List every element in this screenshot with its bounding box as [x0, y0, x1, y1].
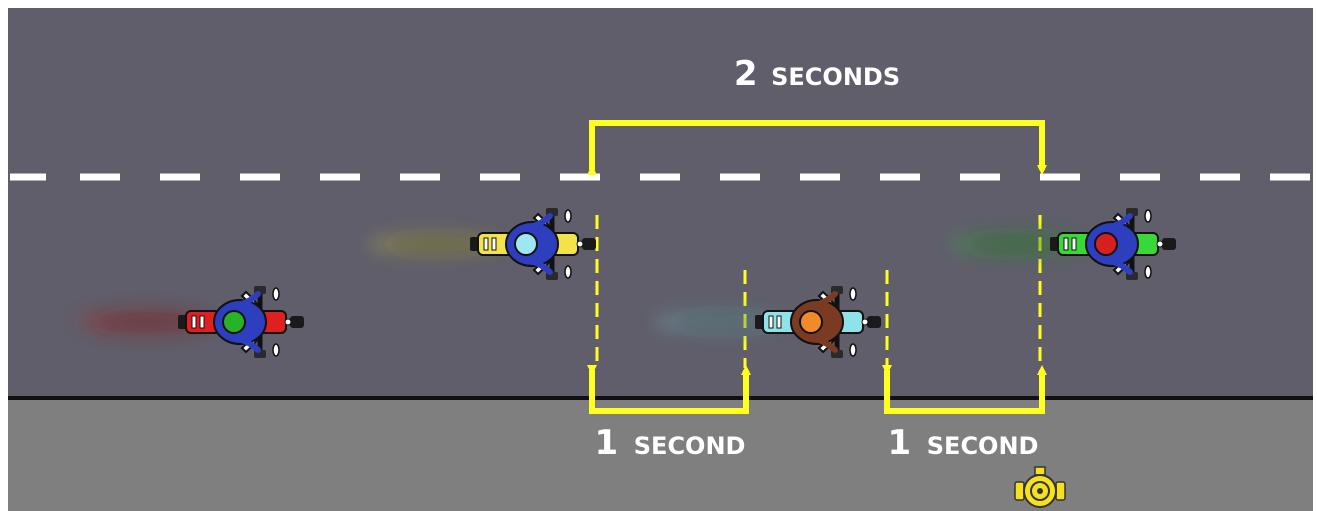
two-seconds-word: SECONDS [771, 63, 900, 91]
one-second-right-word: SECOND [927, 432, 1039, 460]
motorcycle-front-green [950, 208, 1176, 280]
motorcycle-cyan [655, 286, 881, 358]
helmet [799, 310, 823, 334]
one-second-bracket-left [587, 365, 751, 414]
helmet [514, 232, 538, 256]
one-second-left-word: SECOND [634, 432, 746, 460]
motorcycle-yellow [370, 208, 596, 280]
curb-line [8, 396, 1313, 400]
helmet [222, 310, 246, 334]
road [8, 8, 1313, 397]
two-seconds-label: 2 SECONDS [734, 54, 900, 94]
motorcycle-rear-red [78, 286, 304, 358]
one-second-bracket-right [882, 365, 1047, 414]
two-seconds-number: 2 [734, 54, 758, 94]
one-second-label-right: 1 SECOND [888, 423, 1039, 463]
one-second-label-left: 1 SECOND [595, 423, 746, 463]
fire-hydrant-icon [1014, 466, 1066, 508]
one-second-left-number: 1 [595, 423, 619, 463]
one-second-right-number: 1 [888, 423, 912, 463]
sidewalk [8, 399, 1313, 511]
two-second-bracket [587, 120, 1047, 175]
helmet [1094, 232, 1118, 256]
